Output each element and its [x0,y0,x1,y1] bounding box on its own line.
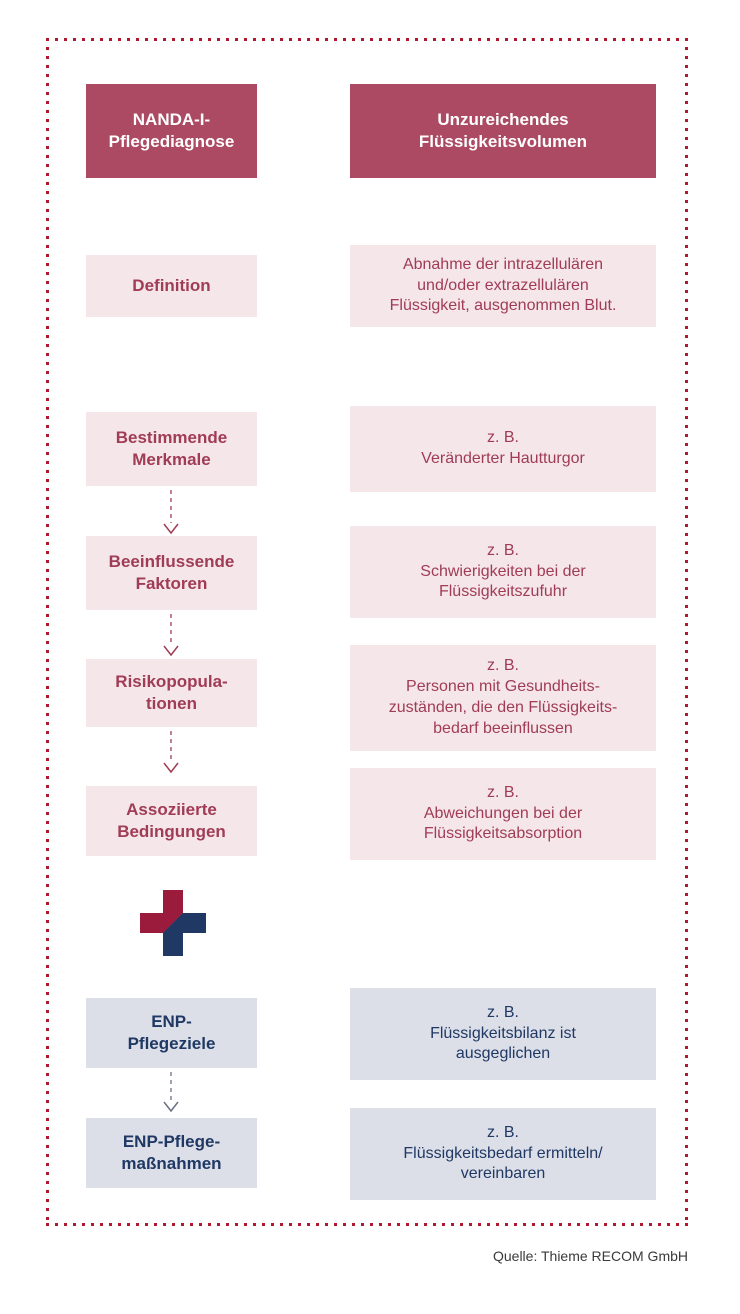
value-label-bestimmende-merkmale: z. B. Veränderter Hautturgor [421,429,585,467]
category-box-assoziierte-bedingungen: Assoziierte Bedingungen [86,786,257,856]
header-right-box: Unzureichendes Flüssigkeitsvolumen [350,84,656,178]
value-label-definition: Abnahme der intrazellulären und/oder ext… [389,255,617,315]
frame-edge-bottom [46,1223,688,1226]
category-label-bestimmende-merkmale: Bestimmende Merkmale [115,427,228,469]
value-box-enp-pflegemassnahmen: z. B. Flüssigkeitsbedarf ermitteln/ vere… [350,1108,656,1200]
category-box-risikopopulationen: Risikopopula- tionen [86,659,257,727]
connector-arrow-4 [159,1072,183,1114]
frame-edge-left [46,38,49,1226]
value-box-assoziierte-bedingungen: z. B. Abweichungen bei der Flüssigkeitsa… [350,768,656,860]
source-caption: Quelle: Thieme RECOM GmbH [492,1248,688,1264]
dotted-frame [46,38,688,1226]
category-label-risikopopulationen: Risikopopula- tionen [115,671,228,713]
frame-edge-right [685,38,688,1226]
category-box-bestimmende-merkmale: Bestimmende Merkmale [86,412,257,486]
value-box-bestimmende-merkmale: z. B. Veränderter Hautturgor [350,406,656,492]
category-box-beeinflussende-faktoren: Beeinflussende Faktoren [86,536,257,610]
category-label-beeinflussende-faktoren: Beeinflussende Faktoren [108,551,235,593]
header-right-label: Unzureichendes Flüssigkeitsvolumen [418,109,588,151]
category-label-assoziierte-bedingungen: Assoziierte Bedingungen [117,799,226,841]
value-label-beeinflussende-faktoren: z. B. Schwierigkeiten bei der Flüssigkei… [420,541,586,601]
header-left-label: NANDA-I- Pflegediagnose [108,109,235,151]
plus-icon [136,886,210,960]
value-label-assoziierte-bedingungen: z. B. Abweichungen bei der Flüssigkeitsa… [423,783,583,843]
value-label-enp-pflegemassnahmen: z. B. Flüssigkeitsbedarf ermitteln/ vere… [403,1123,603,1183]
category-box-definition: Definition [86,255,257,317]
connector-arrow-1 [159,490,183,536]
value-box-risikopopulationen: z. B. Personen mit Gesundheits- zustände… [350,645,656,751]
value-label-risikopopulationen: z. B. Personen mit Gesundheits- zustände… [388,657,618,737]
value-box-definition: Abnahme der intrazellulären und/oder ext… [350,245,656,327]
category-label-enp-pflegemassnahmen: ENP-Pflege- maßnahmen [121,1131,222,1173]
value-box-beeinflussende-faktoren: z. B. Schwierigkeiten bei der Flüssigkei… [350,526,656,618]
category-label-enp-pflegeziele: ENP- Pflegeziele [127,1011,216,1053]
header-left-box: NANDA-I- Pflegediagnose [86,84,257,178]
connector-arrow-2 [159,614,183,658]
category-box-enp-pflegemassnahmen: ENP-Pflege- maßnahmen [86,1118,257,1188]
category-label-definition: Definition [132,275,211,295]
value-label-enp-pflegeziele: z. B. Flüssigkeitsbilanz ist ausgegliche… [430,1003,576,1063]
frame-edge-top [46,38,688,41]
category-box-enp-pflegeziele: ENP- Pflegeziele [86,998,257,1068]
value-box-enp-pflegeziele: z. B. Flüssigkeitsbilanz ist ausgegliche… [350,988,656,1080]
connector-arrow-3 [159,731,183,775]
